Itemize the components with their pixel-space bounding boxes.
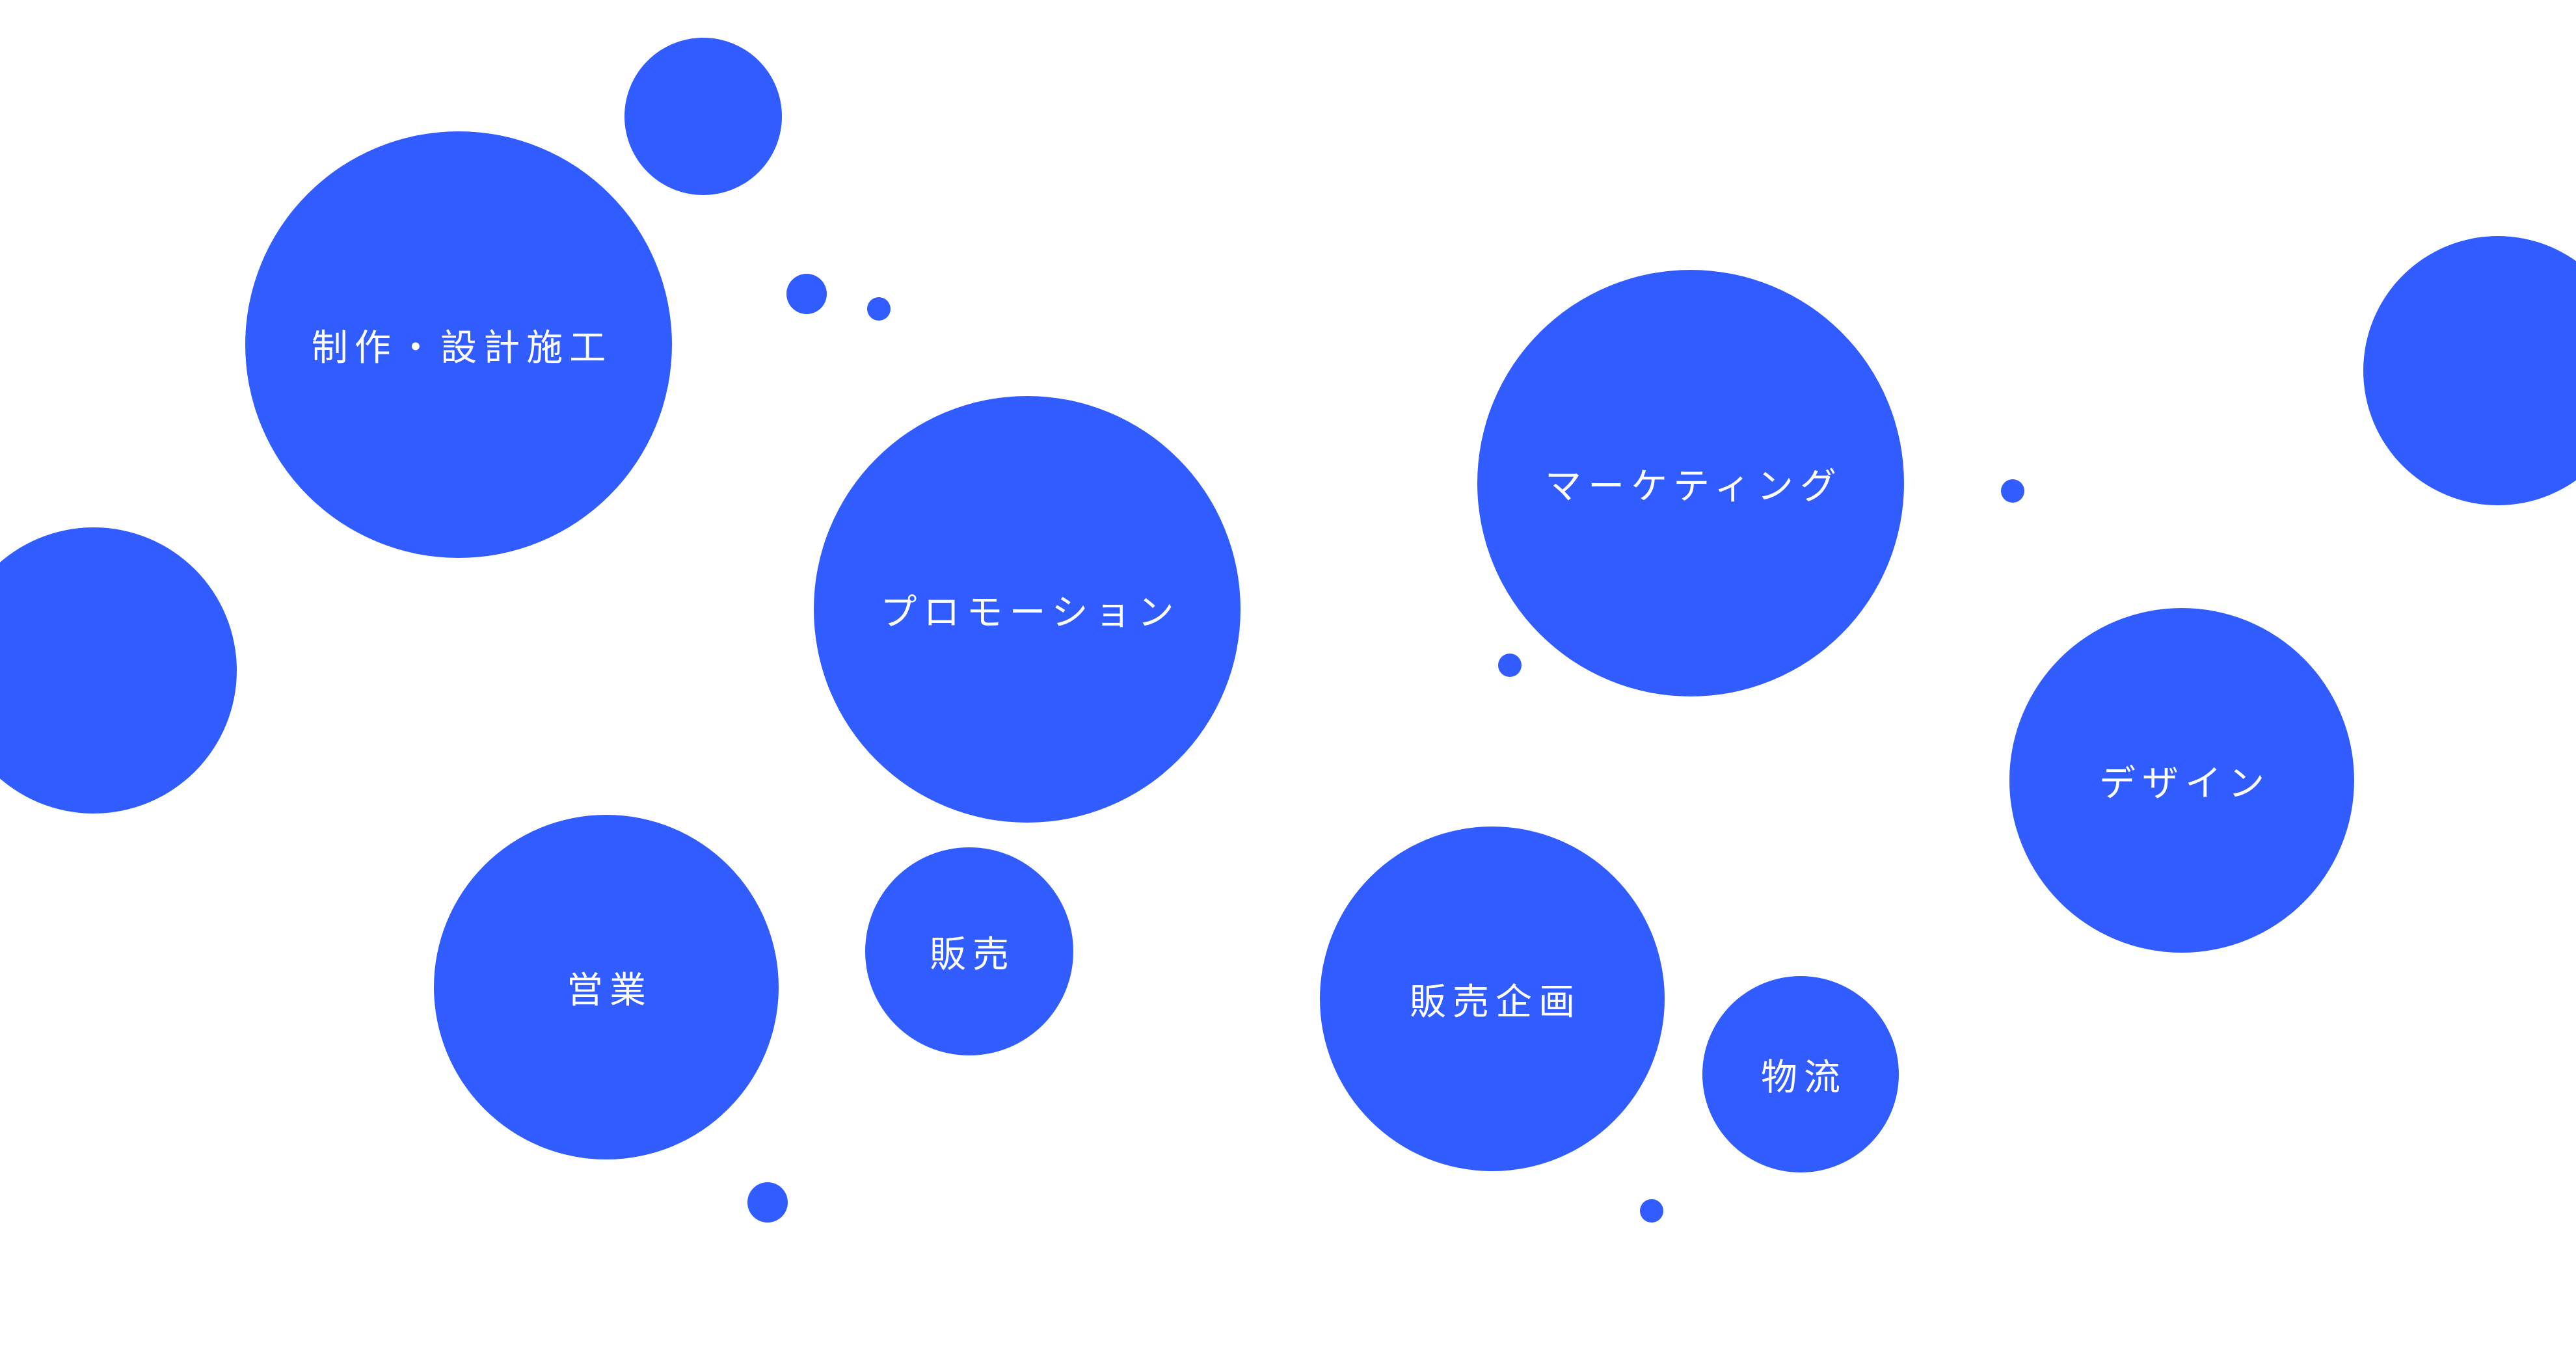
bubble-design: デザイン (2009, 608, 2354, 953)
dot (1640, 1199, 1663, 1223)
bubble-logistics: 物流 (1702, 976, 1899, 1172)
bubble-label: デザイン (2099, 762, 2272, 805)
bubble-promotion: プロモーション (814, 396, 1241, 823)
bubble-retail: 販売 (865, 847, 1073, 1055)
bubble-decor-left (0, 527, 237, 814)
bubble-label: 販売 (929, 933, 1016, 976)
dot (867, 297, 891, 321)
bubble-label: 制作・設計施工 (311, 326, 613, 369)
dot (747, 1182, 788, 1223)
bubble-decor-right (2363, 236, 2576, 505)
bubble-label: プロモーション (880, 591, 1181, 634)
bubble-label: 営業 (566, 969, 653, 1012)
bubble-marketing: マーケティング (1477, 270, 1904, 696)
dot (2001, 479, 2024, 503)
bubble-label: マーケティング (1544, 465, 1844, 508)
bubble-production-design: 制作・設計施工 (245, 131, 672, 558)
dot (1498, 654, 1522, 677)
bubble-label: 販売企画 (1409, 981, 1582, 1024)
bubble-sales-planning: 販売企画 (1320, 827, 1665, 1171)
dot (786, 274, 827, 314)
bubble-label: 物流 (1760, 1056, 1847, 1099)
bubble-sales: 営業 (434, 815, 779, 1159)
bubble-decor-top (624, 38, 782, 195)
